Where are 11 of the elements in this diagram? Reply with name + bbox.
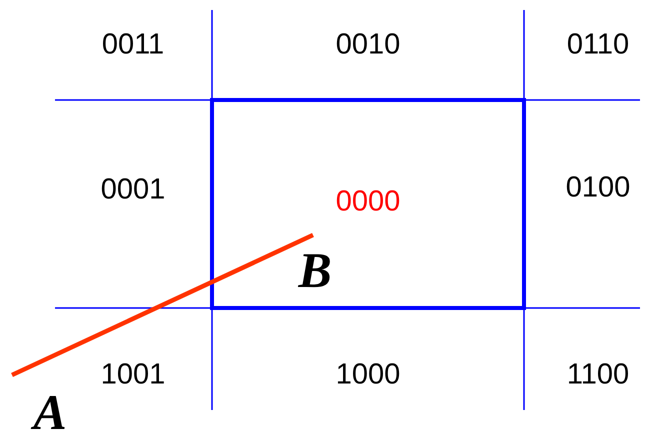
point-label: B bbox=[298, 245, 332, 295]
region-code: 0010 bbox=[336, 30, 400, 60]
region-code: 0110 bbox=[566, 30, 630, 60]
region-code: 0000 bbox=[336, 188, 400, 216]
region-code: 1000 bbox=[336, 360, 400, 390]
region-code: 0011 bbox=[102, 30, 164, 60]
point-label: A bbox=[33, 387, 67, 435]
region-code: 1001 bbox=[100, 360, 166, 390]
region-code: 0001 bbox=[100, 176, 166, 204]
region-code: 1100 bbox=[566, 360, 630, 390]
region-code: 0100 bbox=[566, 174, 630, 202]
